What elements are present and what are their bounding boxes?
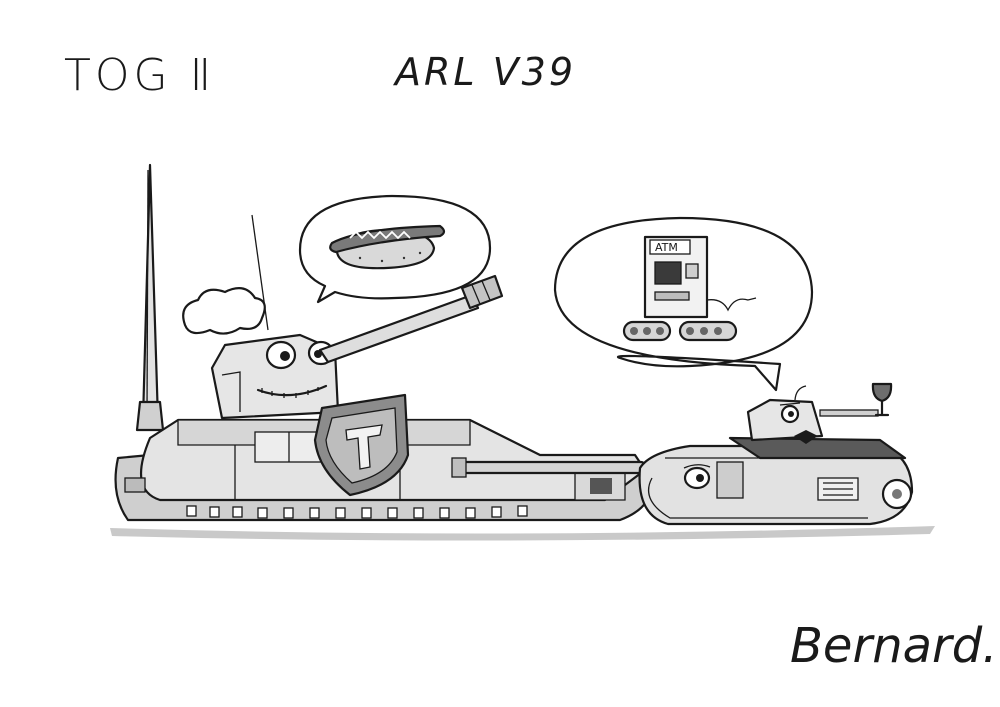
atm-sign-text: ATM <box>655 241 678 254</box>
vision-slot <box>590 478 612 494</box>
hot-dog-icon <box>329 224 446 270</box>
track-links <box>186 505 528 519</box>
arl-track <box>638 444 914 526</box>
artist-signature: Bernard. <box>790 618 998 674</box>
arl-gun <box>819 409 879 417</box>
antenna-spike <box>141 163 160 422</box>
atm-tank-icon: ATM <box>622 235 757 342</box>
ground-shadow <box>110 526 935 541</box>
atm-speech-bubble: ATM <box>553 216 814 392</box>
arl-v39-tank <box>638 382 914 526</box>
right-tank-title: ARL V39 <box>392 50 576 94</box>
muzzle-brake <box>460 274 504 310</box>
bow-tie <box>794 430 818 444</box>
power-cord <box>706 297 757 312</box>
smoke-puff <box>182 287 266 335</box>
left-tank-title: TOG Ⅱ <box>64 50 215 101</box>
hull-gun <box>453 460 647 475</box>
hotdog-speech-bubble <box>298 194 492 304</box>
tog-main-gun <box>318 293 480 364</box>
tog-mouth <box>256 384 328 397</box>
atm-screen <box>654 261 682 285</box>
wine-glass-icon <box>871 382 893 417</box>
arl-hull-eye <box>683 464 711 490</box>
tog-ii-tank <box>114 163 654 522</box>
